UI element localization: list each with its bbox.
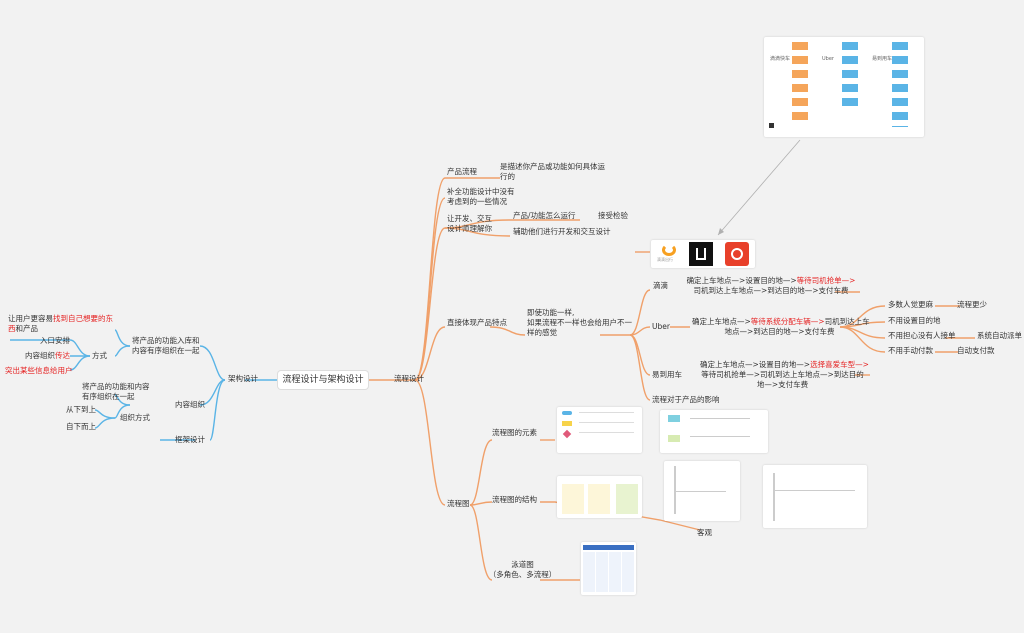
- node-uber-flow[interactable]: 确定上车地点—>等待系统分配车辆—>司机到达上车地点—>到达目的地—>支付车费: [692, 317, 870, 336]
- node-b4a[interactable]: 即使功能一样,如果流程不一样也会给用户不一样的感觉: [527, 308, 632, 337]
- node-b2[interactable]: 补全功能设计中没有考虑到的一些情况: [447, 187, 515, 206]
- node-flow[interactable]: 流程设计: [394, 374, 424, 383]
- node-b3c2[interactable]: 辅助他们进行开发和交互设计: [513, 227, 611, 236]
- node-pf[interactable]: 产品流程: [447, 167, 477, 176]
- node-b3c1a[interactable]: 接受检验: [598, 211, 628, 220]
- node-o1[interactable]: 从下到上: [66, 405, 96, 414]
- node-m1[interactable]: 入口安排: [40, 336, 70, 345]
- ride-flow-compare-image: 滴滴快车 Uber 易到用车: [764, 37, 924, 137]
- node-yi-flow[interactable]: 确定上车地点—>设置目的地—>选择喜爱车型—>等待司机抢单—>司机到达上车地点—…: [700, 360, 869, 389]
- node-chart[interactable]: 流程图: [447, 499, 470, 508]
- node-e2[interactable]: 流程图的结构: [492, 495, 537, 504]
- node-org[interactable]: 组织方式: [120, 413, 150, 422]
- app-logos: 滴滴出行: [651, 240, 755, 268]
- node-m3[interactable]: 突出某些信息给用户: [5, 366, 73, 375]
- node-e1[interactable]: 流程图的元素: [492, 428, 537, 437]
- node-b4[interactable]: 直接体现产品特点: [447, 318, 507, 327]
- node-didi-flow[interactable]: 确定上车地点—>设置目的地—>等待司机抢单—>司机到达上车地点—>到达目的地—>…: [686, 276, 856, 295]
- node-top1[interactable]: 让用户更容易找到自己想要的东西和产品: [8, 314, 113, 333]
- node-content-def[interactable]: 将产品的功能和内容有序组织在一起: [82, 382, 150, 401]
- node-yi[interactable]: 易到用车: [652, 370, 682, 379]
- node-pf1[interactable]: 是描述你产品或功能如何具体运行的: [500, 162, 605, 181]
- root-topic[interactable]: 流程设计与架构设计: [278, 371, 368, 389]
- node-u4a[interactable]: 自动支付款: [957, 346, 995, 355]
- uber-logo: [689, 242, 713, 266]
- node-u3[interactable]: 不用担心没有人接单: [888, 331, 956, 340]
- node-u2[interactable]: 不用设置目的地: [888, 316, 941, 325]
- node-arch-def[interactable]: 将产品的功能入库和内容有序组织在一起: [132, 336, 200, 355]
- node-didi[interactable]: 滴滴: [653, 281, 668, 290]
- node-arch[interactable]: 架构设计: [228, 374, 258, 383]
- node-impact[interactable]: 流程对于产品的影响: [652, 395, 720, 404]
- flowchart-elements-image-1: [557, 407, 642, 453]
- flowchart-elements-image-2: [660, 410, 768, 453]
- node-content[interactable]: 内容组织: [175, 400, 205, 409]
- node-b3[interactable]: 让开发、交互设计师理解你: [447, 214, 492, 233]
- node-u1a[interactable]: 流程更少: [957, 300, 987, 309]
- node-m2[interactable]: 内容组织传达: [25, 351, 70, 360]
- node-e2a[interactable]: 客观: [697, 528, 712, 537]
- node-frame[interactable]: 框架设计: [175, 435, 205, 444]
- objective-flow-image-2: [763, 465, 867, 528]
- node-u4[interactable]: 不用手动付款: [888, 346, 933, 355]
- objective-flow-image-1: [664, 461, 740, 521]
- node-u3a[interactable]: 系统自动派单: [977, 331, 1022, 340]
- yidao-logo: [725, 242, 749, 266]
- node-b3c1[interactable]: 产品/功能怎么运行: [513, 211, 576, 220]
- flowchart-structure-image: [557, 476, 642, 518]
- node-o2[interactable]: 自下而上: [66, 422, 96, 431]
- node-uber[interactable]: Uber: [652, 322, 670, 331]
- node-e3[interactable]: 泳道图（多角色、多流程）: [488, 560, 557, 579]
- didi-logo: 滴滴出行: [655, 242, 683, 266]
- swimlane-image: [581, 542, 636, 595]
- node-method[interactable]: 方式: [92, 351, 107, 360]
- node-u1[interactable]: 多数人觉更麻: [888, 300, 933, 309]
